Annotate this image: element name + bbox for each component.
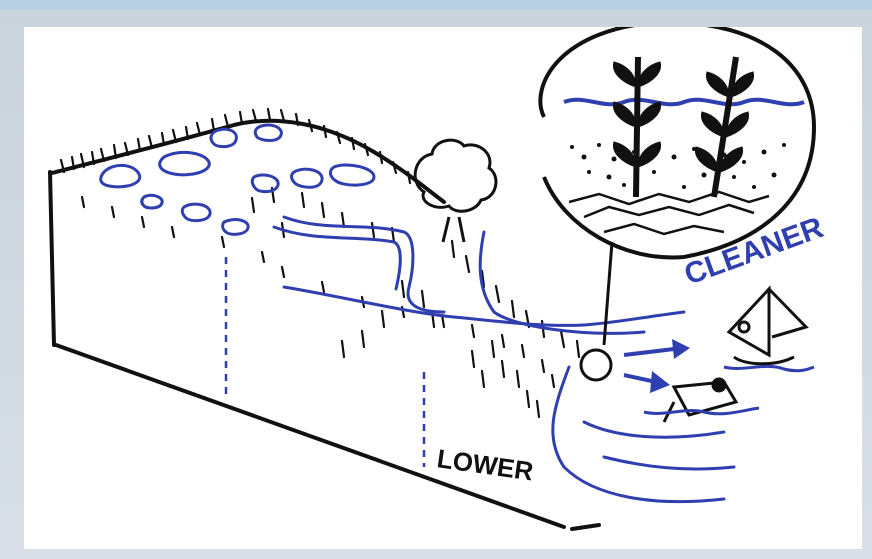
sailboat: [724, 289, 814, 371]
sediment: [570, 143, 786, 189]
lower-label: LOWER: [435, 443, 535, 486]
whiteboard-canvas: CLEANER LOWER: [24, 27, 862, 549]
grass-edge: [61, 109, 579, 417]
wetland-drawing: CLEANER LOWER: [24, 27, 862, 549]
window-top-strip: [0, 0, 872, 10]
magnified-view: [540, 27, 814, 380]
dashed-guides: [226, 257, 424, 467]
